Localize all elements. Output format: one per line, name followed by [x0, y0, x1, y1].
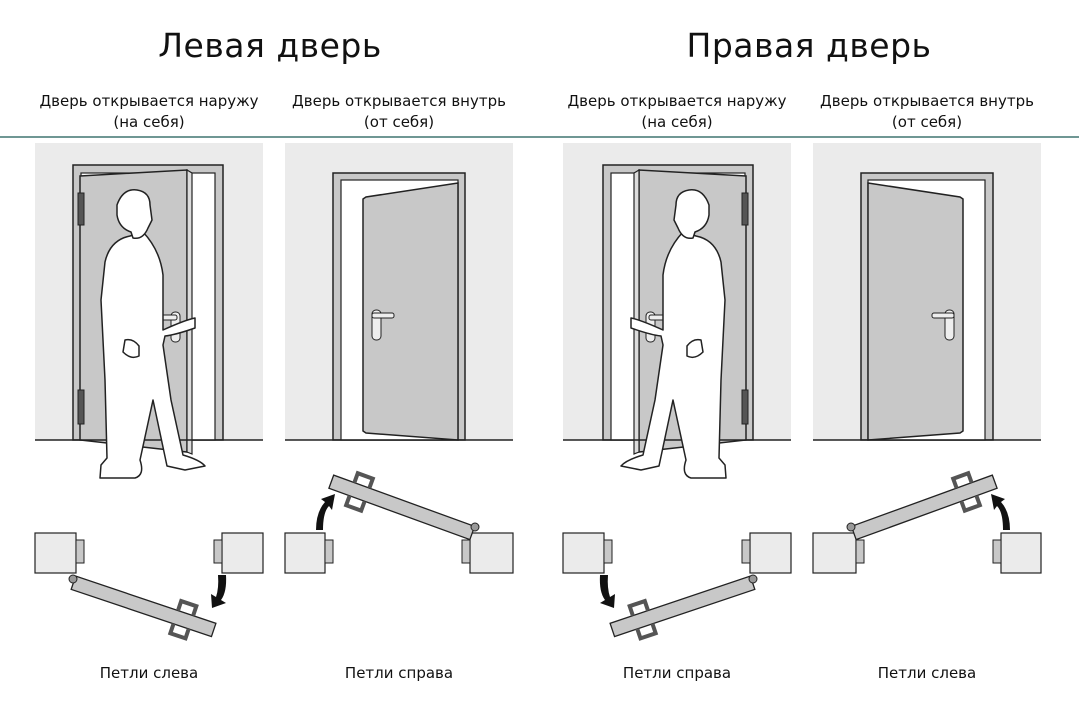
subtitle-right-inward: Дверь открывается внутрь (от себя): [797, 91, 1057, 133]
subtitle-line: (от себя): [363, 113, 435, 131]
subtitle-line: Дверь открывается внутрь: [292, 92, 506, 110]
subtitle-line: (на себя): [641, 113, 713, 131]
right-outward-door-elevation: [562, 142, 792, 479]
caption-hinges-left: Петли слева: [99, 664, 199, 682]
caption-hinges-left: Петли слева: [877, 664, 977, 682]
left-inward-plan-view: [283, 463, 515, 575]
left-door-title: Левая дверь: [158, 26, 382, 65]
header-divider: [0, 136, 1079, 138]
right-inward-plan-view: [811, 463, 1043, 575]
left-outward-plan-view: [33, 531, 265, 649]
right-inward-door-elevation: [812, 142, 1042, 441]
subtitle-line: (от себя): [891, 113, 963, 131]
left-outward-door-elevation: [34, 142, 264, 479]
right-outward-plan-view: [561, 531, 793, 649]
subtitle-left-outward: Дверь открывается наружу (на себя): [19, 91, 279, 133]
subtitle-line: Дверь открывается наружу: [567, 92, 787, 110]
subtitle-line: Дверь открывается наружу: [39, 92, 259, 110]
caption-hinges-right: Петли справа: [344, 664, 454, 682]
subtitle-right-outward: Дверь открывается наружу (на себя): [547, 91, 807, 133]
subtitle-left-inward: Дверь открывается внутрь (от себя): [269, 91, 529, 133]
subtitle-line: Дверь открывается внутрь: [820, 92, 1034, 110]
right-door-title: Правая дверь: [686, 26, 932, 65]
caption-hinges-right: Петли справа: [622, 664, 732, 682]
left-inward-door-elevation: [284, 142, 514, 441]
subtitle-line: (на себя): [113, 113, 185, 131]
